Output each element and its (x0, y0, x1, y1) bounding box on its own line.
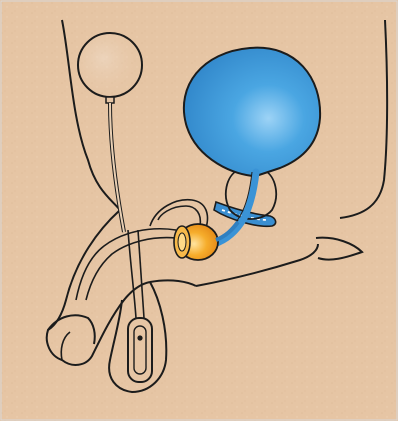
reservoir-balloon (78, 33, 142, 97)
scrotal-pump-button (137, 335, 142, 340)
control-pump (174, 224, 218, 260)
scrotal-pump (128, 318, 152, 382)
reservoir-neck (106, 97, 114, 103)
